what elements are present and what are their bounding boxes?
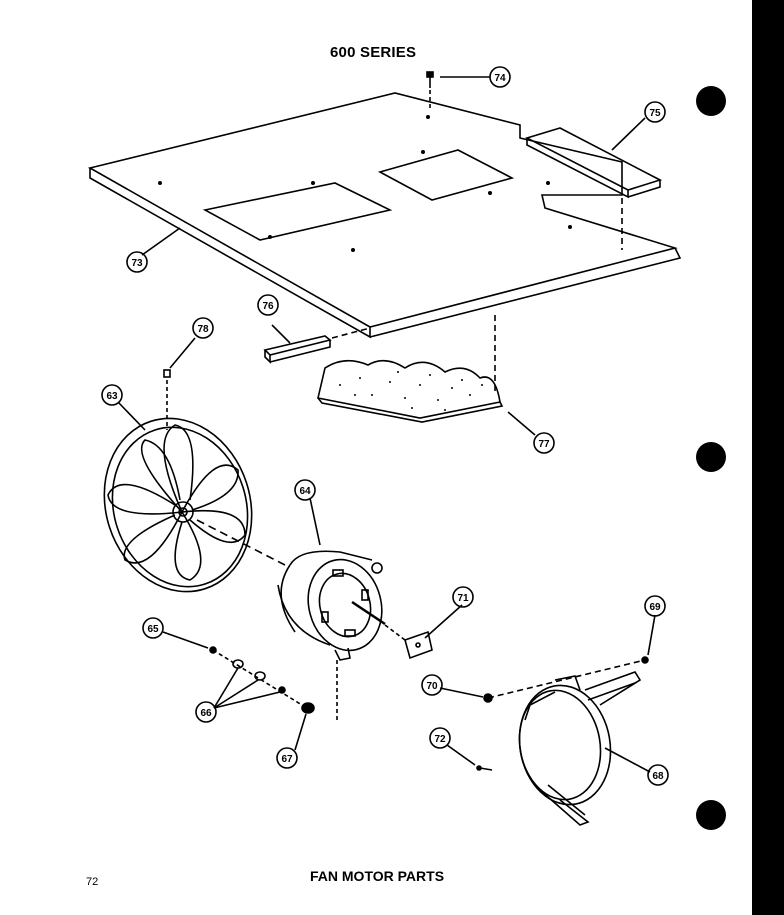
svg-text:69: 69 (649, 602, 661, 613)
callout-65: 65 (142, 617, 164, 639)
top-cover-panel (87, 92, 682, 339)
insulation-pad-77 (317, 315, 504, 423)
callout-68: 68 (647, 764, 669, 786)
svg-text:76: 76 (262, 301, 274, 312)
series-title: 600 SERIES (330, 44, 417, 61)
svg-text:73: 73 (131, 258, 143, 269)
nut-78 (163, 369, 171, 430)
svg-text:65: 65 (147, 624, 159, 635)
svg-text:78: 78 (197, 324, 209, 335)
callout-69: 69 (644, 595, 666, 617)
callout-73: 73 (126, 251, 148, 273)
svg-text:68: 68 (652, 771, 664, 782)
svg-text:66: 66 (200, 708, 212, 719)
binding-edge-bar (752, 0, 784, 915)
svg-text:75: 75 (649, 108, 661, 119)
callout-63: 63 (101, 384, 123, 406)
section-title: FAN MOTOR PARTS (310, 868, 445, 884)
svg-text:71: 71 (457, 593, 469, 604)
screw-69 (641, 656, 649, 664)
bracket-75 (524, 127, 663, 250)
screw-72 (476, 765, 493, 771)
hardware-stack (209, 646, 315, 714)
callout-71: 71 (452, 586, 474, 608)
motor-64 (277, 550, 406, 720)
nut-70 (483, 693, 493, 703)
callout-64: 64 (294, 479, 316, 501)
svg-text:63: 63 (106, 391, 118, 402)
binder-hole-top (696, 86, 726, 116)
callout-77: 77 (533, 432, 555, 454)
svg-text:64: 64 (299, 486, 311, 497)
binder-hole-bottom (696, 800, 726, 830)
fan-blade-63 (103, 417, 286, 593)
page-number: 72 (86, 876, 99, 888)
leader-lines (117, 76, 656, 773)
callout-67: 67 (276, 747, 298, 769)
svg-text:74: 74 (494, 73, 506, 84)
svg-text:72: 72 (434, 734, 446, 745)
plate-71 (404, 630, 433, 660)
callout-72: 72 (429, 727, 451, 749)
callout-74: 74 (489, 66, 511, 88)
svg-text:70: 70 (426, 681, 438, 692)
callout-66: 66 (195, 701, 217, 723)
svg-text:67: 67 (281, 754, 293, 765)
callout-markers: 74 75 73 76 78 63 77 64 71 65 69 70 66 7… (101, 66, 669, 786)
motor-mount-68 (487, 659, 646, 826)
callout-70: 70 (421, 674, 443, 696)
svg-text:77: 77 (538, 439, 550, 450)
screw-74 (426, 71, 434, 110)
callout-78: 78 (192, 317, 214, 339)
strip-76 (263, 327, 371, 364)
binder-hole-middle (696, 442, 726, 472)
callout-76: 76 (257, 294, 279, 316)
callout-75: 75 (644, 101, 666, 123)
